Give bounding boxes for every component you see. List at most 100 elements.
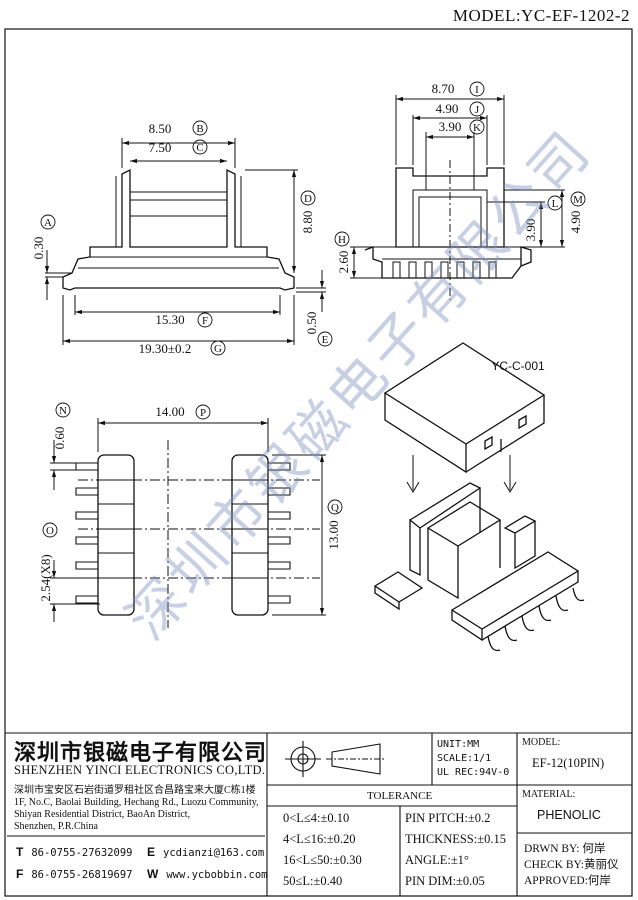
address-line-3: Shiyan Residential District, BaoAn Distr…	[14, 809, 191, 820]
fax: F 86-0755-26819697	[16, 867, 133, 881]
dim-B: 8.50	[149, 121, 172, 136]
marker-letter: M	[573, 194, 583, 206]
dim-K: 3.90	[439, 119, 462, 134]
marker-I: I	[469, 81, 485, 97]
marker-C: C	[192, 139, 208, 155]
marker-letter: I	[475, 84, 479, 96]
company-name-en: SHENZHEN YINCI ELECTRONICS CO,LTD.	[14, 763, 266, 777]
dim-L: 3.90	[523, 219, 538, 242]
marker-letter: A	[44, 217, 52, 229]
thickness: THICKNESS:±0.15	[405, 832, 506, 846]
marker-letter: J	[475, 104, 480, 116]
assembly-arrows	[406, 455, 517, 493]
dim-C: 7.50	[149, 140, 172, 155]
marker-B: B	[192, 120, 208, 136]
dim-F: 15.30	[155, 312, 184, 327]
marker-letter: K	[473, 122, 481, 134]
marker-letter: O	[46, 525, 54, 537]
material-label: MATERIAL:	[522, 789, 576, 800]
bobbin-3d	[373, 482, 585, 652]
cover-label: YC-C-001	[491, 359, 545, 373]
side-view	[350, 95, 565, 300]
cover-3d	[383, 342, 546, 474]
marker-E: E	[317, 331, 333, 347]
marker-letter: H	[338, 234, 346, 246]
web-prefix: W	[147, 867, 159, 881]
marker-N: N	[55, 402, 71, 418]
tolerance-2: 4<L≤16:±0.20	[283, 832, 356, 846]
email-address: ycdianzi@163.com	[163, 847, 265, 859]
company-name-cn: 深圳市银磁电子有限公司	[14, 741, 268, 766]
marker-K: K	[469, 119, 485, 135]
marker-letter: Q	[331, 502, 339, 514]
dimension-labels: 8.50 7.50 15.30 19.30±0.2 8.80 0.30 0.50…	[31, 81, 583, 602]
front-view	[44, 138, 326, 345]
pin-pitch: PIN PITCH:±0.2	[405, 811, 491, 825]
marker-P: P	[195, 404, 211, 420]
dim-A: 0.30	[31, 237, 46, 260]
model-label: MODEL:	[522, 737, 561, 748]
dim-D: 8.80	[300, 211, 315, 234]
model-header: MODEL:YC-EF-1202-2	[452, 6, 630, 25]
dim-E: 0.50	[304, 312, 319, 335]
tolerance-1: 0<L≤4:±0.10	[283, 811, 350, 825]
marker-Q: Q	[327, 499, 343, 515]
marker-letter: E	[322, 334, 329, 346]
dimension-markers: A B C D E F G H I J K L M N O P Q	[40, 81, 586, 538]
marker-letter: G	[214, 343, 222, 355]
pin-dim: PIN DIM:±0.05	[405, 874, 485, 888]
marker-letter: B	[196, 123, 203, 135]
marker-J: J	[469, 101, 485, 117]
dim-J: 4.90	[436, 101, 459, 116]
angle: ANGLE:±1°	[405, 853, 469, 867]
marker-M: M	[570, 191, 586, 207]
marker-A: A	[40, 214, 56, 230]
unit: UNIT:MM	[437, 739, 480, 750]
marker-letter: D	[304, 193, 312, 205]
drawn-by: DRWN BY: 何岸	[524, 843, 606, 855]
title-block-frame	[5, 732, 632, 896]
address-line-4: Shenzhen, P.R.China	[14, 821, 98, 832]
bottom-view	[50, 418, 326, 628]
dim-O: 2.54(X8)	[38, 554, 53, 601]
email-prefix: E	[147, 845, 156, 859]
website-url: www.ycbobbin.com	[166, 869, 268, 881]
marker-letter: F	[202, 315, 208, 327]
marker-L: L	[547, 195, 563, 211]
dim-M: 4.90	[568, 211, 583, 234]
check-by: CHECK BY:黄丽仪	[524, 859, 619, 871]
marker-O: O	[42, 522, 58, 538]
marker-letter: C	[196, 142, 203, 154]
marker-F: F	[197, 312, 213, 328]
phone-number: 86-0755-27632099	[31, 847, 133, 859]
tolerance-title: TOLERANCE	[367, 790, 433, 802]
marker-D: D	[300, 190, 316, 206]
marker-letter: L	[552, 198, 559, 210]
marker-H: H	[334, 231, 350, 247]
dim-Q: 13.00	[326, 520, 341, 549]
phone-prefix: T	[16, 845, 24, 859]
phone: T 86-0755-27632099	[16, 845, 133, 859]
dim-H: 2.60	[336, 251, 351, 274]
dim-I: 8.70	[432, 81, 455, 96]
marker-letter: N	[59, 405, 67, 417]
fax-prefix: F	[16, 867, 24, 881]
scale: SCALE:1/1	[437, 753, 492, 764]
tolerance-3: 16<L≤50:±0.30	[283, 853, 362, 867]
marker-letter: P	[200, 407, 206, 419]
address-line-2: 1F, No.C, Baolai Building, Hechang Rd., …	[14, 797, 259, 808]
approved-by: APPROVED:何岸	[524, 875, 611, 887]
dim-N: 0.60	[52, 427, 67, 450]
material-value: PHENOLIC	[537, 808, 601, 822]
dim-P: 14.00	[155, 404, 184, 419]
tolerance-4: 50≤L:±0.40	[283, 874, 343, 888]
marker-G: G	[210, 340, 226, 356]
ul-rec: UL REC:94V-0	[437, 767, 510, 778]
fax-number: 86-0755-26819697	[31, 869, 133, 881]
address-line-1: 深圳市宝安区石岩街道罗租社区合昌路宝来大厦C栋1楼	[14, 785, 256, 796]
model-value: EF-12(10PIN)	[532, 756, 605, 770]
dim-G: 19.30±0.2	[139, 341, 192, 356]
